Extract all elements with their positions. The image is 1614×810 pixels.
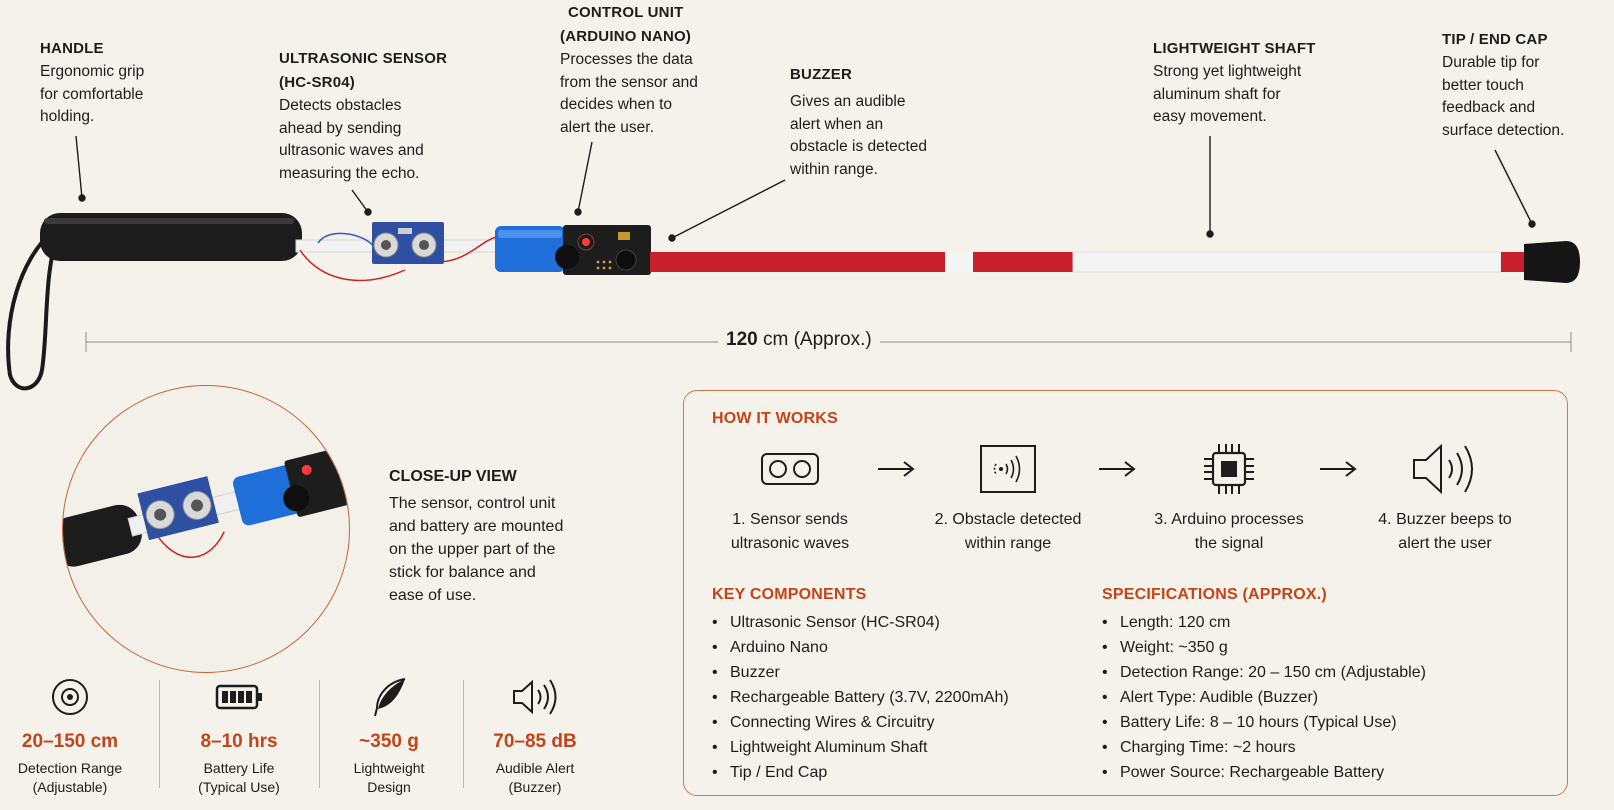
callout-line: aluminum shaft for [1153,85,1281,103]
info-panel [683,390,1568,796]
callout-line: Strong yet lightweight [1153,63,1302,80]
shaft-white [1072,251,1502,273]
stat-divider [319,680,320,788]
callout-line: holding. [40,108,95,125]
speaker-icon [460,675,610,719]
callout-line: alert when an [790,115,884,133]
cane-handle [40,213,302,261]
closeup-line: ease of use. [389,587,477,604]
callout-title: LIGHTWEIGHT SHAFT [1153,40,1316,57]
closeup-line: stick for balance and [389,564,536,581]
list-item: Weight: ~350 g [1102,635,1426,660]
closeup-illustration [63,444,349,567]
length-dimension-label: 120 cm (Approx.) [718,329,880,351]
key-components-list: Ultrasonic Sensor (HC-SR04) Arduino Nano… [712,610,1009,785]
list-item: Rechargeable Battery (3.7V, 2200mAh) [712,685,1009,710]
callout-shaft: LIGHTWEIGHT SHAFT Strong yet lightweight… [1153,37,1316,129]
stat-divider [463,680,464,788]
callout-title: ULTRASONIC SENSOR (HC-SR04) [279,50,448,91]
list-item: Detection Range: 20 – 150 cm (Adjustable… [1102,660,1426,685]
key-components-title: KEY COMPONENTS [712,586,867,603]
closeup-title: CLOSE-UP VIEW [389,468,517,485]
closeup-line: on the upper part of the [389,541,556,558]
closeup-circle [62,385,350,673]
callout-line: surface detection. [1442,121,1565,139]
callout-line: obstacle is detected [790,138,928,155]
callout-title: HANDLE [40,40,104,57]
callout-line: for comfortable [40,85,144,103]
list-item: Alert Type: Audible (Buzzer) [1102,685,1426,710]
stat-audible-alert: 70–85 dB Audible Alert(Buzzer) [460,675,610,797]
specifications-list: Length: 120 cm Weight: ~350 g Detection … [1102,610,1426,785]
list-item: Battery Life: 8 – 10 hours (Typical Use) [1102,710,1426,735]
shaft-red-2 [973,252,1073,272]
callout-line: feedback and [1442,99,1536,116]
list-item: Tip / End Cap [712,760,1009,785]
list-item: Buzzer [712,660,1009,685]
list-item: Length: 120 cm [1102,610,1426,635]
list-item: Power Source: Rechargeable Battery [1102,760,1426,785]
list-item: Charging Time: ~2 hours [1102,735,1426,760]
arrow-right-icon [1318,458,1358,485]
stat-detection-range: 20–150 cm Detection Range(Adjustable) [0,675,145,797]
battery-icon [164,675,314,719]
how-it-works-title: HOW IT WORKS [712,410,838,427]
callout-line: Detects obstacles [279,97,402,114]
callout-line: easy movement. [1153,108,1267,125]
callout-tip: TIP / END CAP Durable tip for better tou… [1442,28,1564,142]
list-item: Connecting Wires & Circuitry [712,710,1009,735]
ultrasonic-sensor [372,222,444,264]
list-item: Ultrasonic Sensor (HC-SR04) [712,610,1009,635]
list-item: Arduino Nano [712,635,1009,660]
callout-handle: HANDLE Ergonomic grip for comfortable ho… [40,37,144,129]
closeup-line: The sensor, control unit [389,495,556,512]
smart-cane-illustration [6,135,1580,391]
arrow-right-icon [1097,458,1137,485]
callout-line: Processes the data [560,51,693,68]
callout-line: within range. [790,160,878,178]
callout-line: ahead by sending [279,119,402,137]
callout-line: alert the user. [560,118,654,136]
callout-control-unit: CONTROL UNIT (ARDUINO NANO) Processes th… [560,1,698,139]
stat-value: 70–85 dB [493,731,577,752]
stat-battery-life: 8–10 hrs Battery Life(Typical Use) [164,675,314,797]
chip-icon [1134,440,1324,498]
obstacle-detected-icon [913,440,1103,498]
stat-value: 8–10 hrs [200,731,278,752]
callout-line: Durable tip for [1442,54,1540,71]
feather-icon [314,675,464,719]
stat-value: ~350 g [359,731,419,752]
callout-line: better touch [1442,76,1524,94]
callout-line: from the sensor and [560,73,698,91]
ultrasonic-sensor-icon [695,440,885,498]
callout-title: TIP / END CAP [1442,31,1548,48]
wrist-strap [6,230,58,391]
list-item: Lightweight Aluminum Shaft [712,735,1009,760]
shaft-red-1 [650,252,945,272]
arrow-right-icon [876,458,916,485]
callout-title: CONTROL UNIT (ARDUINO NANO) [560,4,692,45]
specifications-title: SPECIFICATIONS (APPROX.) [1102,586,1327,603]
callout-ultrasonic-sensor: ULTRASONIC SENSOR (HC-SR04) Detects obst… [279,47,447,185]
speaker-icon [1350,440,1540,498]
control-unit [555,225,651,275]
stat-value: 20–150 cm [21,731,119,752]
target-icon [0,675,145,719]
callout-title: BUZZER [790,66,853,83]
stat-divider [159,680,160,788]
callout-buzzer: BUZZER Gives an audible alert when an ob… [790,63,927,181]
callout-line: measuring the echo. [279,164,420,182]
closeup-line: and battery are mounted [389,518,564,535]
end-cap [1524,241,1580,283]
callout-line: decides when to [560,96,673,113]
callout-line: Gives an audible [790,93,906,110]
callout-line: Ergonomic grip [40,63,145,80]
closeup-description: CLOSE-UP VIEW The sensor, control unit a… [389,468,563,607]
callout-line: ultrasonic waves and [279,142,424,159]
